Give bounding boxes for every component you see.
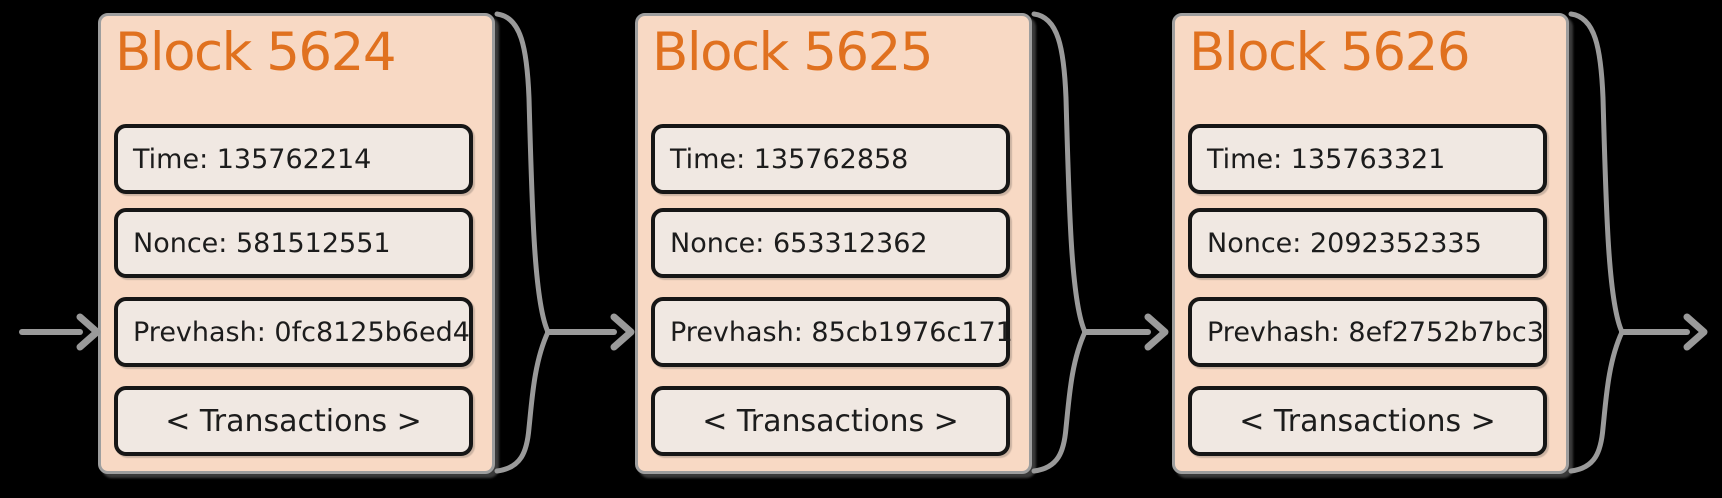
prevhash-text: Prevhash: 0fc8125b6ed4 xyxy=(133,316,470,348)
block-5624: Block 5624 Time: 135762214 Nonce: 581512… xyxy=(98,13,495,474)
nonce-field: Nonce: 2092352335 xyxy=(1188,208,1547,278)
nonce-text: Nonce: 2092352335 xyxy=(1207,227,1482,259)
transactions-text: < Transactions > xyxy=(165,403,422,439)
nonce-text: Nonce: 653312362 xyxy=(670,227,928,259)
arrowhead-into-block-5624 xyxy=(76,313,101,351)
prevhash-field: Prevhash: 0fc8125b6ed4 xyxy=(114,297,473,367)
block-5626: Block 5626 Time: 135763321 Nonce: 209235… xyxy=(1172,13,1569,474)
time-field: Time: 135763321 xyxy=(1188,124,1547,194)
transactions-text: < Transactions > xyxy=(1239,403,1496,439)
prevhash-text: Prevhash: 8ef2752b7bc3 xyxy=(1207,316,1544,348)
block-5625: Block 5625 Time: 135762858 Nonce: 653312… xyxy=(635,13,1032,474)
hash-brace-block-5625 xyxy=(1031,11,1088,474)
arrowhead-into-block-5625 xyxy=(610,313,635,351)
time-text: Time: 135763321 xyxy=(1207,143,1446,175)
time-text: Time: 135762858 xyxy=(670,143,909,175)
prevhash-text: Prevhash: 85cb1976c171 xyxy=(670,316,1013,348)
time-field: Time: 135762858 xyxy=(651,124,1010,194)
block-title: Block 5624 xyxy=(115,22,397,83)
hash-brace-block-5626 xyxy=(1568,11,1625,474)
prevhash-field: Prevhash: 85cb1976c171 xyxy=(651,297,1013,367)
block-title: Block 5626 xyxy=(1189,22,1471,83)
arrowhead-into-block-5626 xyxy=(1144,313,1169,351)
block-title: Block 5625 xyxy=(652,22,934,83)
nonce-text: Nonce: 581512551 xyxy=(133,227,391,259)
prevhash-field: Prevhash: 8ef2752b7bc3 xyxy=(1188,297,1547,367)
time-field: Time: 135762214 xyxy=(114,124,473,194)
transactions-field: < Transactions > xyxy=(114,386,473,456)
time-text: Time: 135762214 xyxy=(133,143,372,175)
arrowhead-outgoing xyxy=(1683,313,1708,351)
nonce-field: Nonce: 581512551 xyxy=(114,208,473,278)
transactions-field: < Transactions > xyxy=(1188,386,1547,456)
hash-brace-block-5624 xyxy=(494,11,551,474)
nonce-field: Nonce: 653312362 xyxy=(651,208,1010,278)
transactions-text: < Transactions > xyxy=(702,403,959,439)
transactions-field: < Transactions > xyxy=(651,386,1010,456)
